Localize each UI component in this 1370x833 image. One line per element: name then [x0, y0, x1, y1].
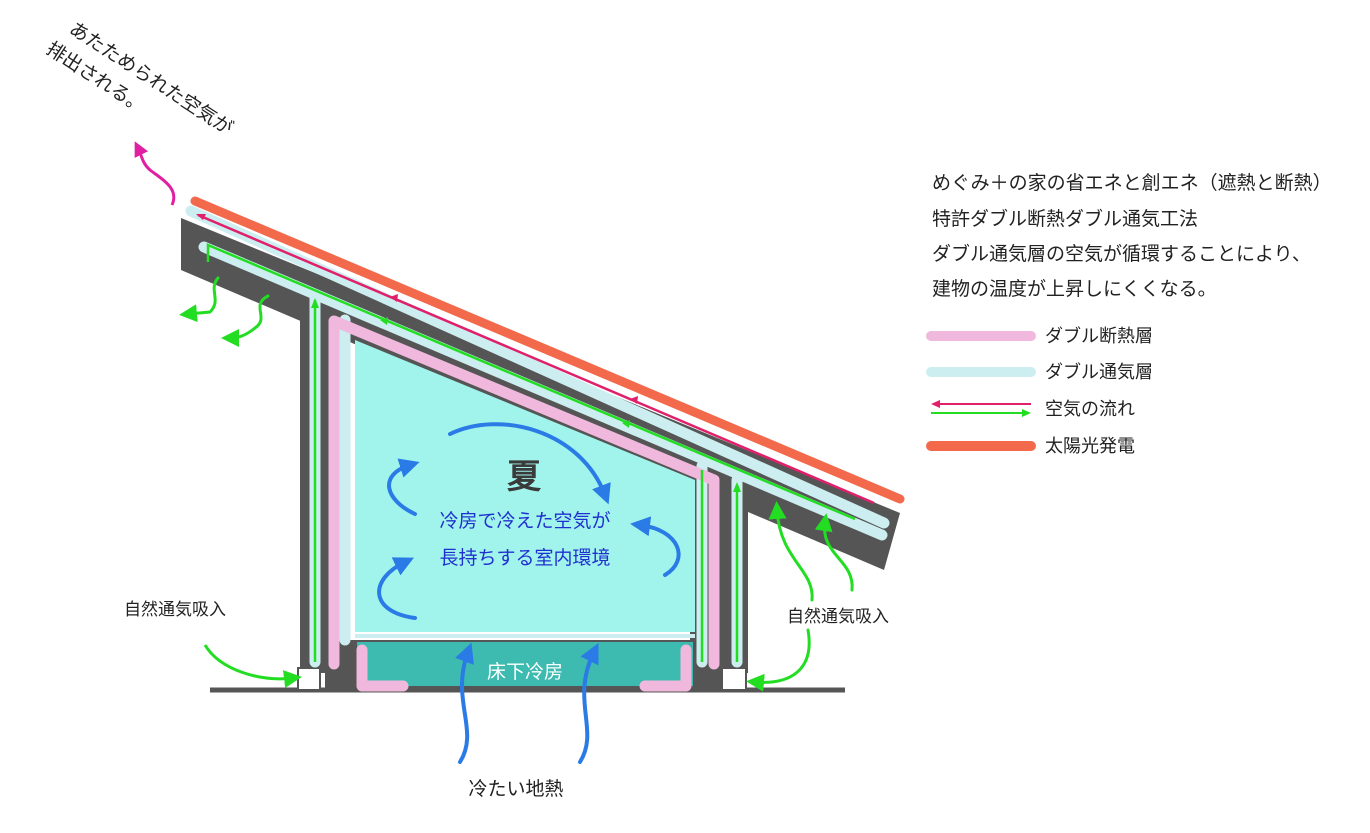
right-footing	[721, 667, 747, 691]
legend-label-airflow: 空気の流れ	[1045, 399, 1135, 420]
circulation-arrows	[377, 422, 681, 620]
red-flow-arrows	[196, 214, 638, 404]
description-line-1: めぐみ＋の家の省エネと創エネ（遮熱と断熱）	[932, 172, 1332, 194]
description-line-2: 特許ダブル断熱ダブル通気工法	[932, 208, 1199, 230]
red-flow-line	[197, 213, 875, 505]
interior-space	[355, 340, 695, 632]
insulation-layer	[328, 315, 720, 692]
exhaust-arrow-pink	[134, 141, 176, 206]
legend-flow-green-arrowhead	[1022, 409, 1031, 417]
underfloor-space	[357, 642, 693, 686]
green-flow-lines	[206, 243, 856, 662]
intake-arrow-left	[203, 644, 302, 689]
legend-label-ventilation: ダブル通気層	[1045, 361, 1153, 383]
legend-label-solar: 太陽光発電	[1045, 436, 1135, 457]
interior-text-line1: 冷房で冷えた空気が	[439, 510, 610, 532]
intake-label-left: 自然通気吸入	[124, 600, 226, 620]
ground-heat-arrows	[455, 642, 599, 764]
legend: ダブル断熱層 ダブル通気層 空気の流れ 太陽光発電	[926, 325, 1153, 457]
intake-arrows-right	[746, 501, 854, 692]
intake-label-right: 自然通気吸入	[787, 607, 889, 627]
season-label: 夏	[507, 457, 542, 497]
legend-label-insulation: ダブル断熱層	[1045, 325, 1153, 347]
underfloor-label: 床下冷房	[487, 661, 563, 683]
green-flow-arrowheads	[311, 298, 741, 492]
legend-flow-red-arrowhead	[931, 400, 940, 408]
description-line-3: ダブル通気層の空気が循環することにより、	[932, 243, 1311, 265]
interior-text-line2: 長持ちする室内環境	[439, 547, 610, 569]
description-line-4: 建物の温度が上昇しにくくなる。	[932, 278, 1217, 300]
exhaust-arrows-green	[179, 276, 270, 347]
ground-heat-label: 冷たい地熱	[468, 778, 563, 800]
solar-panel	[190, 196, 905, 504]
left-footing	[297, 667, 321, 691]
